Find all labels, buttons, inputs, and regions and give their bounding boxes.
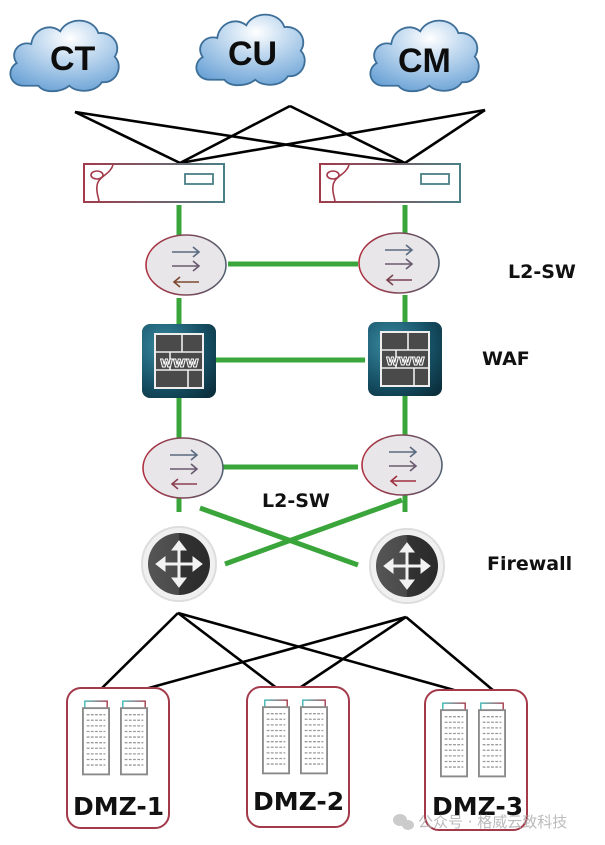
- server-building-icon: [478, 702, 506, 778]
- cloud-ct: CT: [9, 19, 120, 93]
- link-fw-left-dmz2: [177, 611, 279, 691]
- link-fw-right-dmz1: [137, 615, 407, 693]
- link-cm-router-right: [404, 108, 486, 165]
- router-left: [83, 163, 225, 203]
- firewall-right: [369, 528, 445, 604]
- watermark-text: 公众号 · 格威云致科技: [418, 813, 567, 831]
- move-arrows-icon: [383, 542, 431, 590]
- link-cu-router-left: [179, 104, 291, 165]
- wechat-icon: [393, 814, 414, 830]
- link-fw-right-dmz3: [405, 616, 495, 692]
- server-building-icon: [300, 699, 328, 775]
- switch-arrows-icon: [385, 244, 414, 286]
- link-cross-sw-left-fw-right: [199, 505, 359, 568]
- switch-arrows-icon: [389, 446, 418, 487]
- link-ct-router-left: [74, 110, 181, 165]
- cloud-label-ct: CT: [50, 40, 96, 78]
- switch-arrows-icon: [172, 246, 201, 288]
- link-fw-right-dmz2: [297, 615, 407, 691]
- server-building-icon: [120, 700, 148, 776]
- link-fw-left-dmz3: [177, 611, 455, 692]
- dmz-zone-1: DMZ-1: [66, 687, 170, 829]
- cloud-label-cu: CU: [228, 35, 277, 73]
- dmz-label-3: DMZ-3: [432, 792, 523, 821]
- cloud-router-links: [74, 104, 486, 165]
- l2-switch-bottom-right: [361, 434, 443, 496]
- cloud-cm: CM: [369, 19, 480, 93]
- dmz-zone-3: DMZ-3: [424, 689, 528, 831]
- green-links: [176, 205, 408, 568]
- waf-right: www: [368, 322, 442, 396]
- waf-left: www: [142, 324, 216, 398]
- layer-label-l2sw-top: L2-SW: [508, 261, 576, 283]
- switch-arrows-icon: [170, 449, 199, 490]
- l2-switch-top-left: [145, 234, 227, 296]
- cloud-label-cm: CM: [398, 42, 451, 80]
- dmz-label-2: DMZ-2: [253, 787, 344, 816]
- link-cross-sw-right-fw-left: [224, 497, 403, 567]
- move-arrows-icon: [155, 540, 203, 588]
- link-fw-left-dmz1: [99, 612, 179, 691]
- dmz-zone-2: DMZ-2: [246, 686, 350, 828]
- l2-switch-top-right: [358, 232, 440, 294]
- layer-label-l2sw-bottom: L2-SW: [262, 490, 330, 512]
- firewall-brick-icon: www: [154, 333, 204, 389]
- server-building-icon: [82, 700, 110, 776]
- watermark: 公众号 · 格威云致科技: [393, 813, 567, 831]
- cloud-cu: CU: [195, 13, 306, 87]
- waf-www-text: www: [160, 355, 199, 371]
- router-right: [319, 163, 461, 203]
- server-building-icon: [440, 702, 468, 778]
- waf-www-text: www: [386, 353, 425, 369]
- link-ct-router-right: [74, 110, 406, 165]
- server-building-icon: [262, 699, 290, 775]
- firewall-brick-icon: www: [380, 331, 430, 387]
- firewall-dmz-links: [99, 611, 495, 693]
- firewall-left: [141, 526, 217, 602]
- dmz-label-1: DMZ-1: [73, 792, 164, 821]
- layer-label-waf: WAF: [482, 348, 530, 370]
- l2-switch-bottom-left: [142, 437, 224, 499]
- layer-label-firewall: Firewall: [487, 553, 572, 575]
- link-cm-router-left: [179, 108, 486, 165]
